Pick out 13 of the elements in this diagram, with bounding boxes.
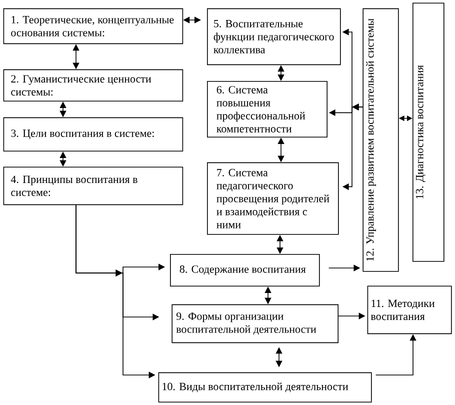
text-box: 1. Теоретические, концептуальные основания системы:	[3, 8, 184, 44]
text-box: 8. Содержание воспитания	[170, 254, 320, 286]
text-box: 11. Методики воспитания	[367, 286, 452, 334]
text-box: 2. Гуманистические ценности системы:	[3, 69, 184, 102]
text-box: 4. Принципы воспитания в системе:	[3, 166, 184, 206]
text-box: 6. Система повышения профессиональной компетентности	[207, 81, 328, 138]
text-box: 3. Цели воспитания в системе:	[3, 117, 184, 152]
text-box: 9. Формы организации воспитательной деятельности	[172, 304, 338, 344]
text-box: 7. Система педагогического просвещения родителей и взаимодействия с ними	[207, 162, 339, 235]
text-box: 10. Виды воспитательной деятельности	[158, 372, 372, 402]
vertical-text-box: 12. Управление развитием воспитательной системы	[362, 8, 399, 272]
text-box: 5. Воспитательные функции педагогического коллектива	[207, 8, 341, 66]
vertical-text-box: 13. Диагностика воспитания	[412, 2, 444, 262]
